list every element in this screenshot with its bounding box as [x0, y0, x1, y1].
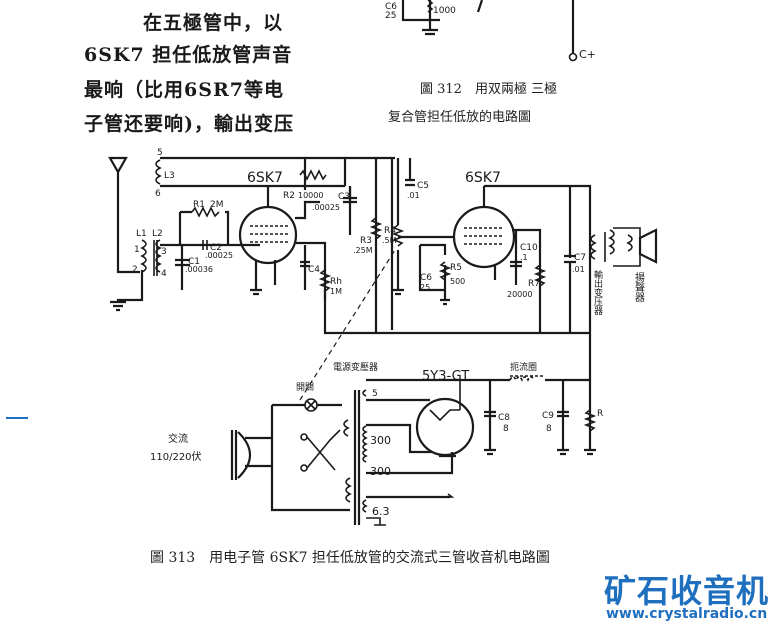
fig313-wiring: [108, 156, 658, 526]
label-rh: Rh: [330, 277, 342, 287]
label-c9: C9: [542, 411, 554, 421]
label-choke: 扼流圈: [510, 361, 537, 373]
label-c6: C6: [385, 2, 397, 12]
label-pin5: 5: [157, 148, 163, 158]
label-rh-value: 1M: [330, 287, 342, 296]
label-c-plus: C+: [579, 48, 596, 61]
fig312-caption-line1: 圖 312 用双兩極 三極: [420, 82, 558, 97]
label-r3: R3: [360, 236, 372, 246]
label-speaker: 揚聲器: [633, 271, 645, 303]
label-c3-value: .00025: [312, 203, 340, 212]
label-r3-value: .25M: [353, 246, 373, 255]
label-c7-value: .01: [572, 265, 585, 274]
fig312-caption-line2: 复合管担任低放的电路圖: [388, 110, 532, 125]
label-r7: R7: [528, 279, 540, 289]
label-winding-63: 6.3: [372, 505, 390, 518]
label-pin4: 4: [161, 269, 167, 279]
body-text-line: 在五極管中，以: [143, 12, 284, 34]
label-c5: C5: [417, 181, 429, 191]
label-c10: C10: [520, 243, 538, 253]
label-c3: C3: [338, 192, 350, 202]
label-pin2: 2: [132, 265, 138, 275]
label-c8-value: 8: [503, 424, 509, 434]
label-r1-value: 2M: [210, 200, 224, 210]
label-c2-value: .00025: [205, 251, 233, 260]
label-tube2: 6SK7: [465, 170, 501, 186]
label-c10-value: .1: [520, 253, 528, 262]
label-r7-value: 20000: [507, 290, 532, 299]
label-pin6: 6: [155, 189, 161, 199]
label-winding-300b: 300: [370, 465, 391, 478]
label-c7: C7: [574, 253, 586, 263]
watermark-logo: 矿石收音机: [604, 572, 770, 610]
label-r1: R1: [193, 200, 205, 210]
watermark-url: www.crystalradio.cn: [606, 606, 768, 622]
label-ac-input: 交流: [168, 432, 188, 445]
label-c1: C1: [188, 257, 200, 267]
label-winding-5: 5: [372, 389, 378, 399]
label-r: R: [597, 409, 603, 419]
label-c9-value: 8: [546, 424, 552, 434]
label-r2: R2: [283, 191, 295, 201]
label-c6-main: C6: [420, 273, 432, 283]
label-r-value: 1000: [433, 6, 456, 16]
label-c8: C8: [498, 413, 510, 423]
label-power-transformer: 電源变壓器: [333, 361, 378, 373]
label-l2: L2: [152, 229, 163, 239]
label-switch: 開關: [296, 382, 314, 393]
body-text-line: 子管还要响)，輸出变压: [84, 113, 294, 135]
label-c2: C2: [210, 243, 222, 253]
fig312-fragment: C6 25 1000 C+: [385, 0, 596, 62]
label-r4: R4: [384, 226, 396, 236]
label-l3: L3: [164, 171, 175, 181]
label-pin3: 3: [161, 247, 167, 257]
label-c5-value: .01: [407, 191, 420, 200]
body-text-line: 最响（比用6SR7等电: [84, 79, 284, 101]
fig313-labels: 6SK7 6SK7 5Y3-GT L1 L2 L3 5 6 1 2 3 4 R1…: [132, 148, 645, 518]
label-r5: R5: [450, 263, 462, 273]
fig313-caption: 圖 313 用电子管 6SK7 担任低放管的交流式三管收音机电路圖: [150, 550, 550, 566]
label-c6-main-value: 25: [420, 283, 430, 292]
label-l1: L1: [136, 229, 147, 239]
label-pin1: 1: [134, 245, 140, 255]
label-r5-value: 500: [450, 277, 465, 286]
label-c4: C4: [308, 265, 320, 275]
label-output-transformer: 輸出变压器: [592, 269, 603, 315]
label-tube1: 6SK7: [247, 170, 283, 186]
body-text-line: 6SK7 担任低放管声音: [84, 44, 293, 66]
label-r4-value: .5M: [382, 236, 397, 245]
margin-mark: [6, 417, 28, 419]
label-rectifier: 5Y3-GT: [422, 369, 469, 384]
label-r2-value: 10000: [298, 191, 323, 200]
label-ac-voltage: 110/220伏: [150, 450, 202, 463]
label-winding-300a: 300: [370, 434, 391, 447]
label-c1-value: .00036: [185, 265, 213, 274]
label-c6-value: 25: [385, 11, 396, 21]
